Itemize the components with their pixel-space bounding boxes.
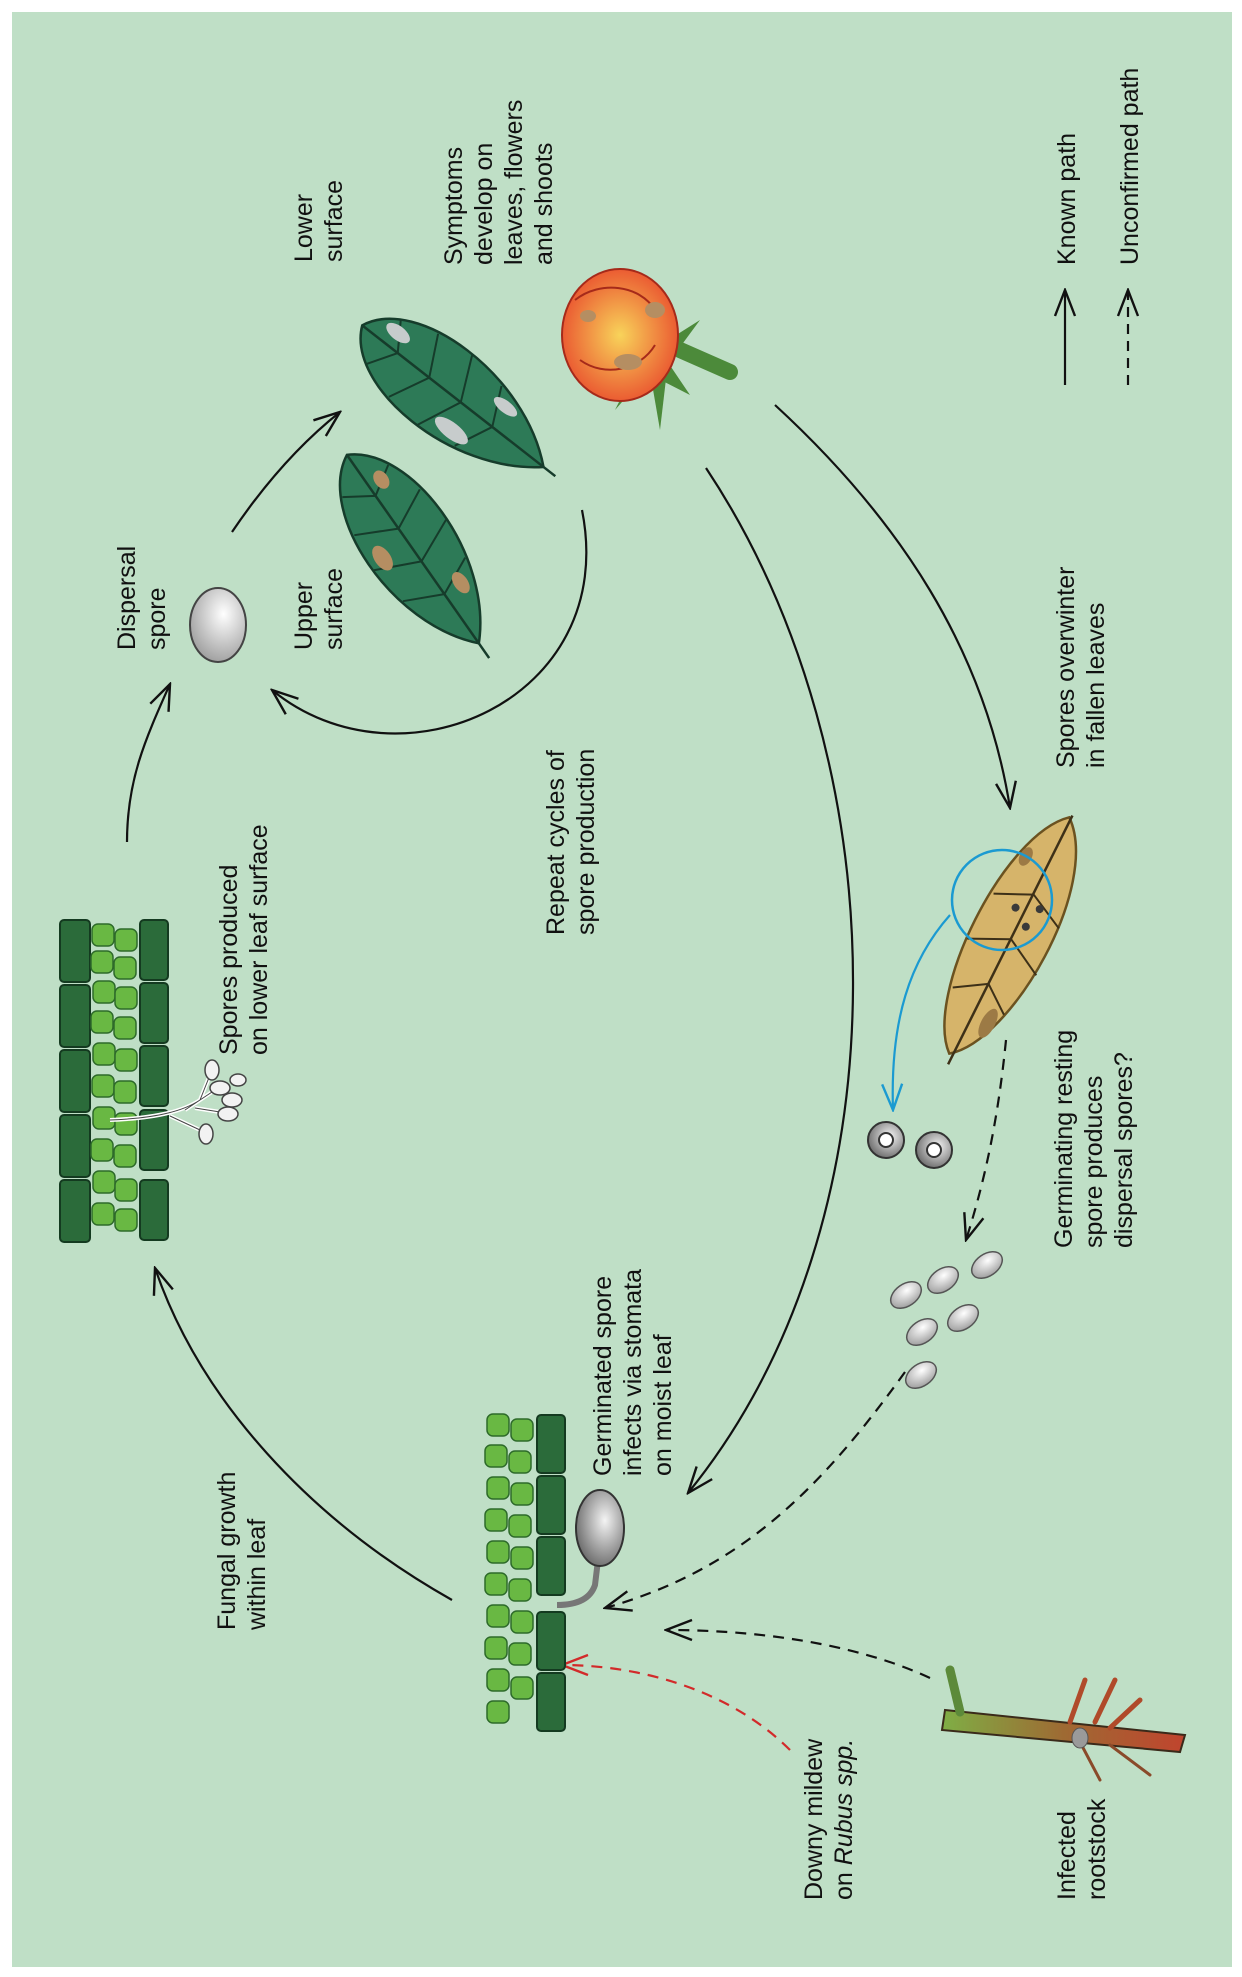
germinated-leaf-cross-section-icon <box>484 1413 625 1732</box>
legend-unconfirmed-label: Unconfirmed path <box>1116 68 1144 265</box>
arrow-symptoms-to-germinated <box>688 467 855 1493</box>
lower-surface-label: Lower surface <box>290 180 348 262</box>
leaf-cross-section-icon <box>59 919 247 1243</box>
arrow-spore-to-leaves <box>231 412 340 533</box>
upper-surface-label: Upper surface <box>290 568 348 650</box>
labels-group: Symptoms develop on leaves, flowers and … <box>113 93 1138 1900</box>
germinating-resting-label: Germinating resting spore produces dispe… <box>1050 1023 1138 1248</box>
arrow-produced-to-dispersal <box>125 684 170 843</box>
cycle-arrows <box>125 404 1010 1751</box>
overwinter-label: Spores overwinter in fallen leaves <box>1052 560 1110 768</box>
dispersal-spores-group-icon <box>889 1250 1004 1390</box>
legend: Known path Unconfirmed path <box>1053 68 1144 385</box>
rootstock-icon <box>940 1665 1187 1782</box>
resting-spore-icon <box>867 1121 953 1169</box>
arrow-rubus-to-germinated <box>562 1665 791 1751</box>
rose-bud-icon <box>561 268 738 430</box>
germinated-spore-label: Germinated spore infects via stomata on … <box>589 1262 677 1476</box>
dispersal-spore-label: Dispersal spore <box>113 539 171 650</box>
spores-produced-label: Spores produced on lower leaf surface <box>215 824 273 1055</box>
arrow-overwinter-to-germinating <box>966 1039 1008 1240</box>
leaf-upper-icon <box>338 453 491 659</box>
downy-mildew-label: Downy mildew on Rubus spp. <box>800 1732 858 1900</box>
arrow-rootstock-to-germinated <box>666 1630 931 1679</box>
leaf-lower-icon <box>359 317 557 478</box>
legend-known-label: Known path <box>1053 133 1081 265</box>
infected-rootstock-label: Infected rootstock <box>1053 1798 1111 1900</box>
arrow-magnify-resting-spores <box>893 914 951 1110</box>
symptoms-label: Symptoms develop on leaves, flowers and … <box>440 93 558 265</box>
magnify-circle <box>950 848 1054 952</box>
arrow-growth-to-produced <box>155 1268 453 1601</box>
dispersal-spore-icon <box>189 587 247 663</box>
arrow-symptoms-to-overwinter <box>774 404 1010 808</box>
fungal-growth-label: Fungal growth within leaf <box>213 1465 271 1631</box>
repeat-cycles-label: Repeat cycles of spore production <box>542 743 600 935</box>
arrow-dispersal-to-germinated <box>605 1371 906 1608</box>
arrow-repeat-cycles <box>272 509 588 735</box>
